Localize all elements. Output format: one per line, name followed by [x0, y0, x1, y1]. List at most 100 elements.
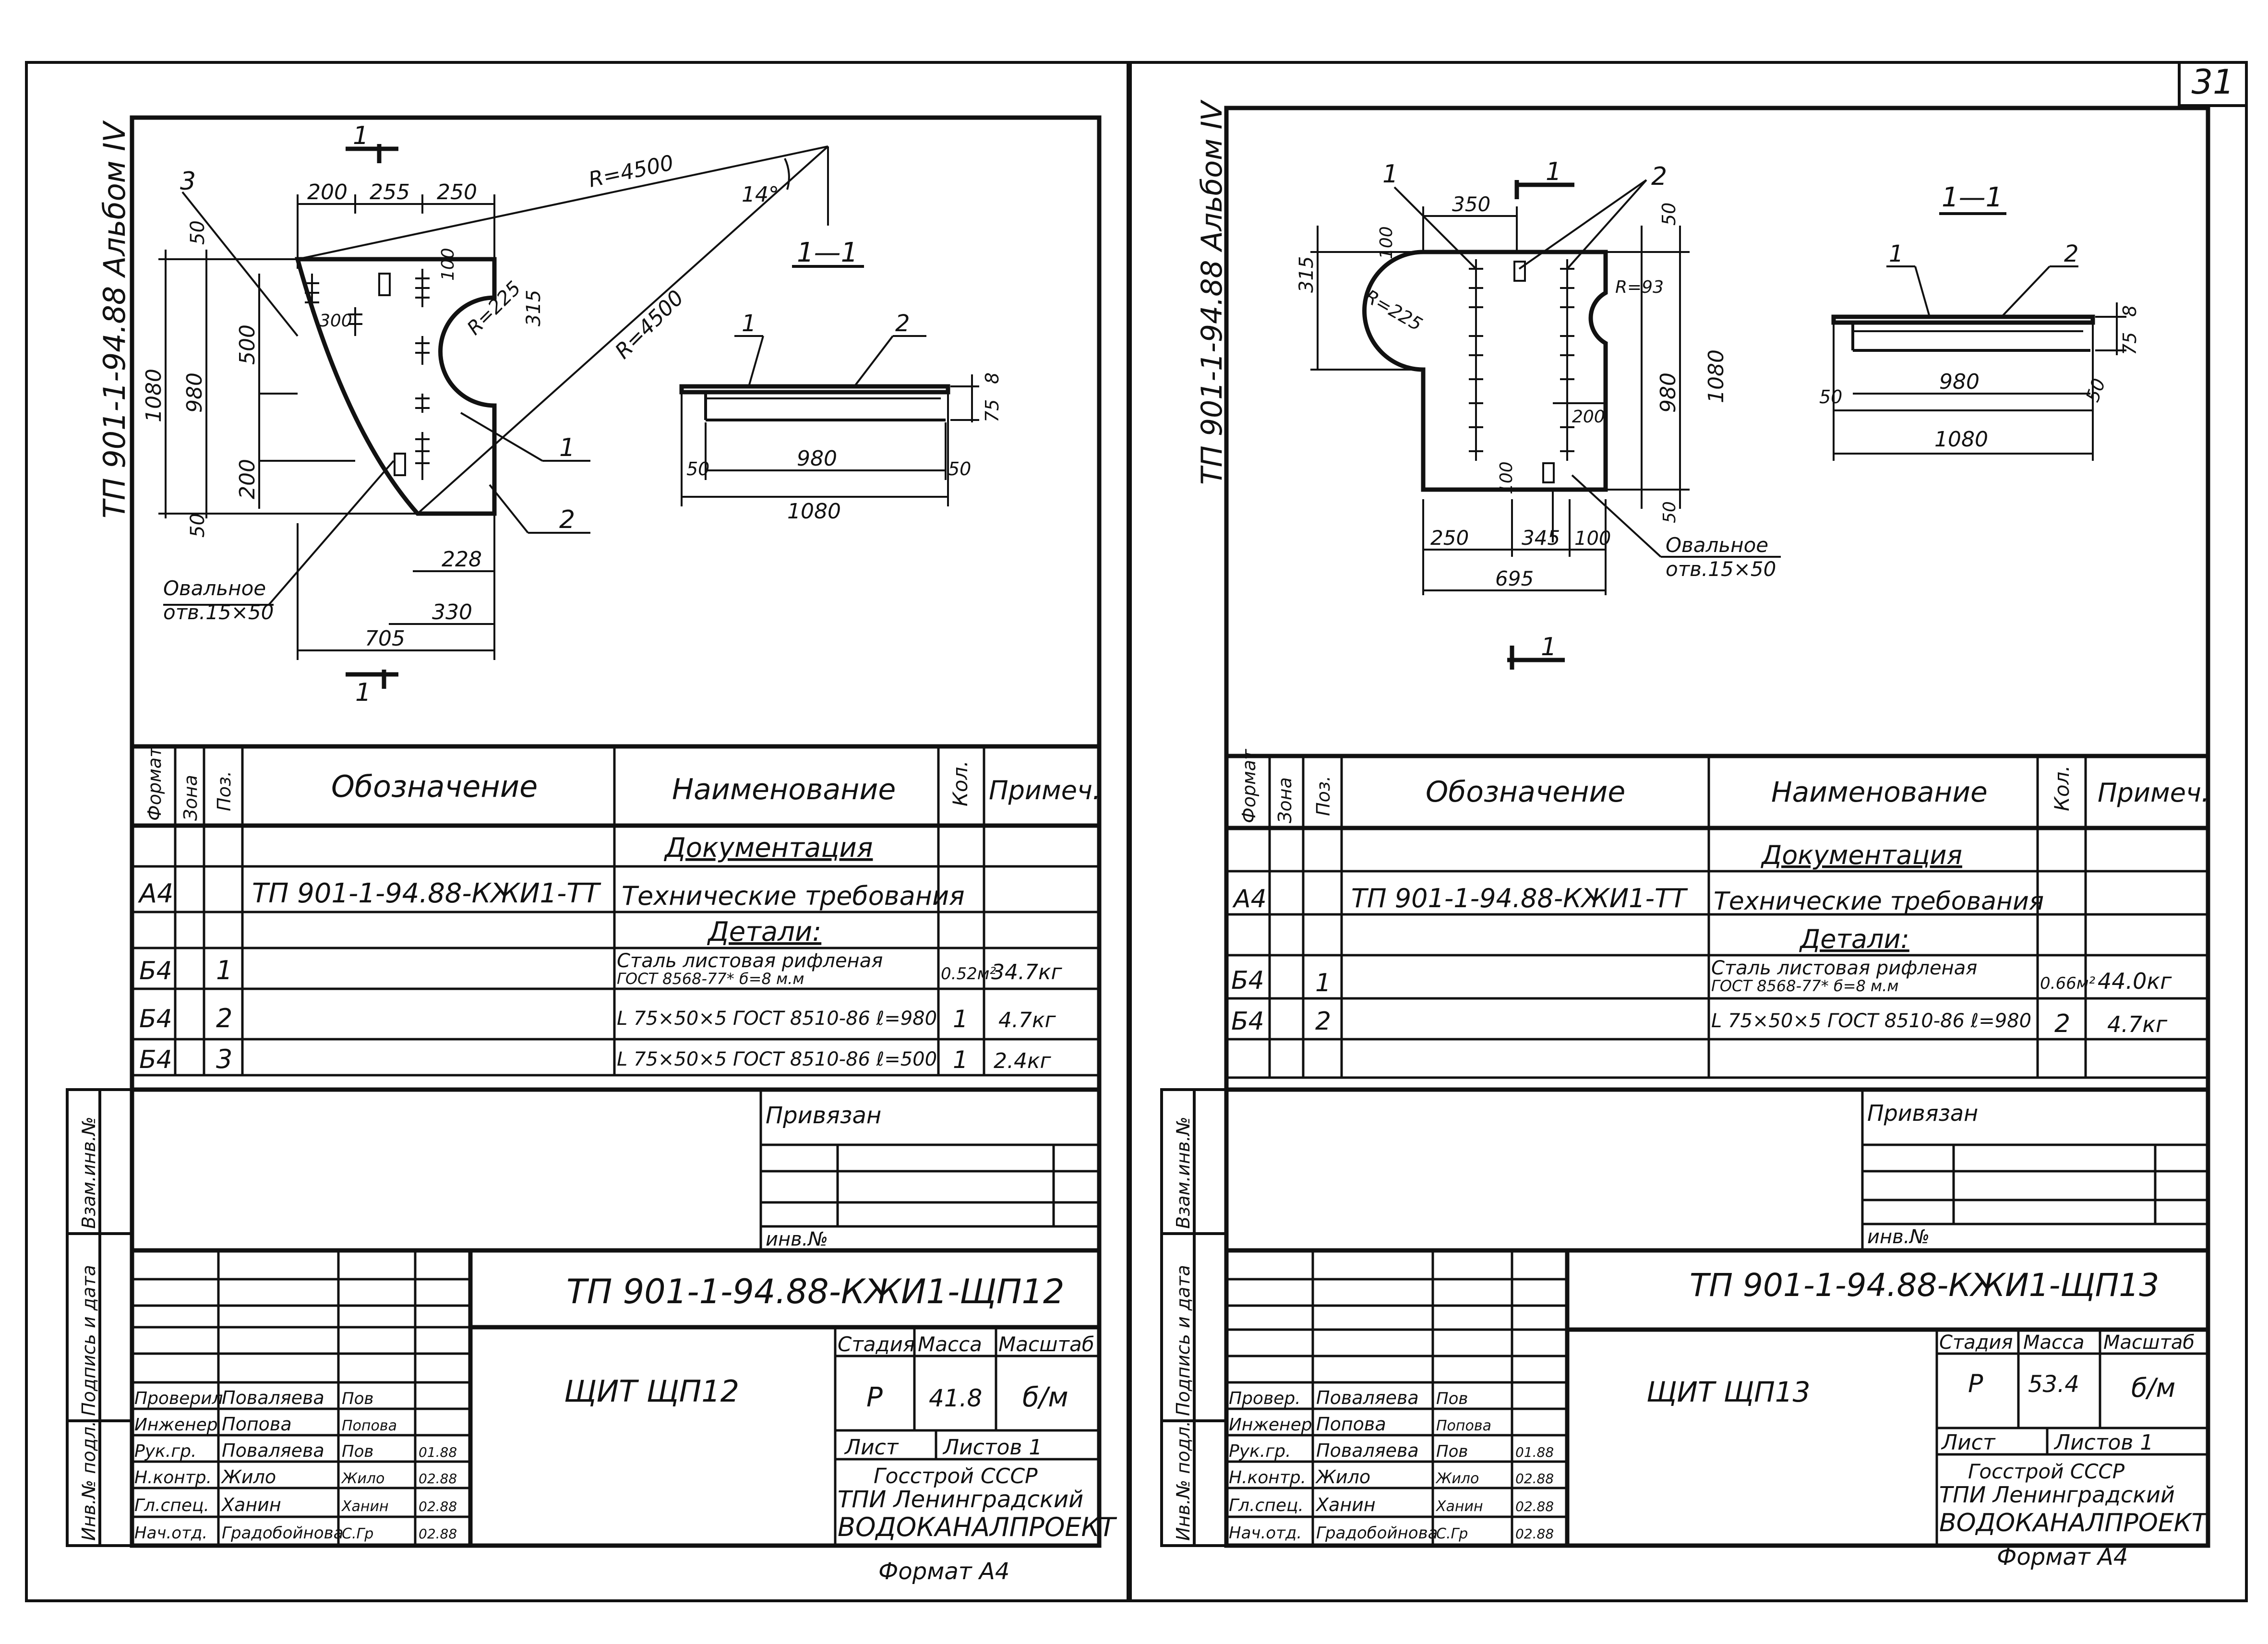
- left-spec-doc-code: ТП 901-1-94.88-КЖИ1-ТТ: [252, 878, 601, 909]
- left-dim-50: 50: [187, 220, 209, 245]
- left-dim-330: 330: [432, 600, 472, 624]
- left-privyazan-label: Привязан: [766, 1102, 881, 1129]
- left-person-role-2: Инженер: [134, 1415, 218, 1435]
- right-spec-header-primech: Примеч.: [2098, 778, 2209, 808]
- left-person-role-5: Гл.спец.: [134, 1496, 209, 1515]
- left-dim-50b: 50: [187, 513, 209, 538]
- left-spec-group-doc: Документация: [663, 832, 873, 864]
- right-title-stage: Р: [1968, 1369, 1983, 1398]
- left-title-org-3: ВОДОКАНАЛПРОЕКТ: [838, 1512, 1117, 1542]
- right-format-label: Формат А4: [1997, 1544, 2128, 1571]
- right-person-name-5: Ханин: [1315, 1494, 1376, 1515]
- right-person-role-2: Инженер: [1229, 1415, 1312, 1435]
- right-person-sign-2: Попова: [1436, 1417, 1491, 1434]
- right-sheet-outer-border: [1127, 61, 2248, 1602]
- right-spec-row1-pos: 1: [1315, 969, 1331, 997]
- right-title-scale: б/м: [2131, 1373, 2175, 1403]
- left-dim-top-200: 200: [307, 180, 348, 204]
- left-spec-row3-pos: 3: [216, 1044, 232, 1074]
- right-title-org-2: ТПИ Ленинградский: [1939, 1482, 2175, 1508]
- right-spec-row2-qty: 2: [2054, 1009, 2070, 1038]
- left-sheet-outer-border: [25, 61, 1132, 1602]
- right-person-sign-6: С.Гр: [1436, 1525, 1468, 1542]
- left-callout-2: 2: [559, 505, 575, 534]
- left-title-mass: 41.8: [929, 1384, 982, 1412]
- left-format-label: Формат А4: [878, 1558, 1009, 1585]
- right-oval-hole-1: Овальное: [1666, 533, 1768, 557]
- left-spec-group-parts: Детали:: [707, 916, 821, 948]
- left-title-scale-h: Масштаб: [998, 1332, 1094, 1356]
- left-section-dim-8: 8: [982, 372, 1003, 384]
- right-title-name: ЩИТ ЩП13: [1646, 1376, 1811, 1408]
- left-person-date-5: 02.88: [419, 1499, 457, 1514]
- left-person-role-4: Н.контр.: [134, 1468, 212, 1488]
- left-spec-header-oboznach: Обозначение: [331, 769, 538, 804]
- left-spec-row1-name1: Сталь листовая рифленая: [617, 950, 883, 972]
- left-spec-row1-name2: ГОСТ 8568-77* б=8 м.м: [617, 970, 804, 988]
- left-person-date-3: 01.88: [419, 1444, 457, 1460]
- left-spec-row3-qty: 1: [953, 1046, 968, 1074]
- left-title-sheet: Лист: [844, 1435, 899, 1460]
- left-spec-row2-note: 4.7кг: [998, 1008, 1056, 1032]
- left-spec-header-primech: Примеч.: [989, 775, 1101, 805]
- left-dim-angle: 14°: [742, 182, 779, 207]
- right-section-title: 1—1: [1942, 182, 2003, 213]
- left-title-org-1: Госстрой СССР: [874, 1464, 1038, 1488]
- right-person-date-6: 02.88: [1515, 1526, 1554, 1542]
- left-person-name-1: Поваляева: [222, 1387, 324, 1408]
- right-person-role-5: Гл.спец.: [1229, 1496, 1304, 1515]
- left-dim-200: 200: [235, 459, 260, 499]
- right-side-label-vzam: Взам.инв.№: [1173, 1116, 1194, 1229]
- right-spec-row2-note: 4.7кг: [2107, 1011, 2168, 1037]
- left-dim-1080: 1080: [142, 369, 166, 422]
- right-spec-row1-note: 44.0кг: [2098, 968, 2172, 994]
- right-section-dim-1080: 1080: [1934, 427, 1988, 452]
- left-spec-header-poz: Поз.: [214, 771, 235, 811]
- left-person-date-4: 02.88: [419, 1471, 457, 1487]
- right-dim-1080: 1080: [1704, 349, 1728, 403]
- right-dim-695: 695: [1495, 567, 1534, 590]
- right-person-role-3: Рук.гр.: [1229, 1441, 1291, 1461]
- left-person-name-5: Ханин: [221, 1494, 281, 1515]
- left-title-stage-h: Стадия: [838, 1332, 915, 1356]
- right-person-role-6: Нач.отд.: [1229, 1524, 1302, 1543]
- right-title-stage-h: Стадия: [1939, 1332, 2013, 1354]
- right-dim-100-b: 100: [1497, 461, 1516, 494]
- right-section-dim-8: 8: [2119, 305, 2140, 317]
- right-spec-header-naimen: Наименование: [1771, 776, 1988, 808]
- right-dim-980: 980: [1656, 372, 1680, 413]
- left-callout-1: 1: [559, 433, 575, 462]
- right-person-name-6: Градобойнова: [1316, 1524, 1438, 1543]
- left-spec-row2-format: Б4: [139, 1005, 172, 1033]
- left-section-dim-50a: 50: [686, 458, 709, 480]
- left-section-mark-top: 1: [353, 121, 369, 150]
- right-person-sign-4: Жило: [1435, 1470, 1479, 1487]
- right-person-role-1: Провер.: [1229, 1389, 1301, 1408]
- right-title-sheet: Лист: [1941, 1430, 1996, 1455]
- left-spec-row3-name1: L 75×50×5 ГОСТ 8510-86 ℓ=500: [617, 1048, 937, 1070]
- left-person-role-6: Нач.отд.: [134, 1524, 207, 1543]
- right-section-callout-1: 1: [1889, 240, 1904, 267]
- left-title-block-grid: [132, 1250, 1099, 1546]
- right-person-sign-3: Пов: [1436, 1442, 1468, 1461]
- left-dim-500: 500: [235, 324, 260, 365]
- right-callout-2: 2: [1651, 162, 1667, 191]
- left-section-dim-980: 980: [797, 446, 837, 471]
- right-spec-row1-name2: ГОСТ 8568-77* б=8 м.м: [1711, 977, 1898, 995]
- right-spec-table-grid: [1226, 754, 2208, 1092]
- right-person-sign-5: Ханин: [1435, 1498, 1483, 1515]
- right-person-role-4: Н.контр.: [1229, 1468, 1306, 1488]
- left-title-scale: б/м: [1022, 1382, 1068, 1413]
- right-spec-row1-name1: Сталь листовая рифленая: [1711, 957, 1977, 979]
- left-person-sign-4: Жило: [341, 1470, 384, 1487]
- left-title-stage: Р: [866, 1382, 883, 1413]
- left-spec-header-naimen: Наименование: [672, 773, 896, 806]
- left-dim-top-250: 250: [437, 180, 477, 204]
- right-dim-315: 315: [1296, 256, 1318, 293]
- left-section-dim-1080: 1080: [787, 499, 841, 524]
- page-number-box: [2178, 61, 2248, 107]
- left-oval-hole-2: отв.15×50: [163, 600, 274, 624]
- left-spec-row1-format: Б4: [139, 957, 172, 985]
- left-spec-header-format: Формат: [144, 746, 165, 821]
